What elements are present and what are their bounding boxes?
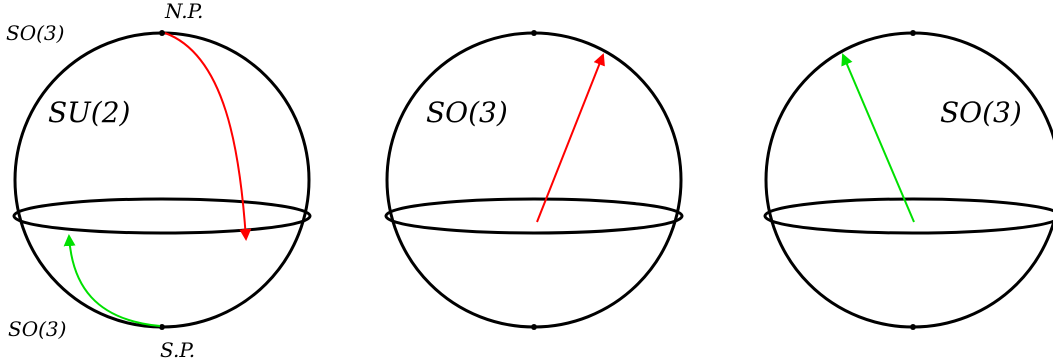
south-pole-dot <box>159 324 165 330</box>
south-pole-dot <box>910 324 916 330</box>
sphere-outline <box>764 31 1053 329</box>
so3-sphere-green: SO(3) <box>763 30 1053 330</box>
equator-ellipse <box>12 197 312 235</box>
so3-bottom-left-label: SO(3) <box>8 317 66 341</box>
green-radius-arrow <box>841 53 915 223</box>
north-pole-label: N.P. <box>164 0 203 23</box>
equator-ellipse <box>384 197 684 235</box>
so3-top-left-label: SO(3) <box>6 21 64 45</box>
red-radius-arrow <box>536 53 605 223</box>
south-pole-dot <box>531 324 537 330</box>
north-pole-dot <box>910 30 916 36</box>
sphere-outline <box>385 31 683 329</box>
so3-label: SO(3) <box>940 96 1022 129</box>
south-pole-label: S.P. <box>160 338 195 362</box>
north-pole-dot <box>531 30 537 36</box>
so3-label: SO(3) <box>426 96 508 129</box>
su2-sphere: N.P. SO(3) SU(2) SO(3) S.P. <box>6 0 312 362</box>
sphere-outline <box>13 31 311 329</box>
green-geodesic-arrow <box>63 234 161 327</box>
red-geodesic-arrow <box>164 32 252 241</box>
su2-label: SU(2) <box>48 96 130 129</box>
so3-sphere-red: SO(3) <box>384 30 684 330</box>
north-pole-dot <box>159 30 165 36</box>
equator-ellipse <box>763 197 1053 235</box>
